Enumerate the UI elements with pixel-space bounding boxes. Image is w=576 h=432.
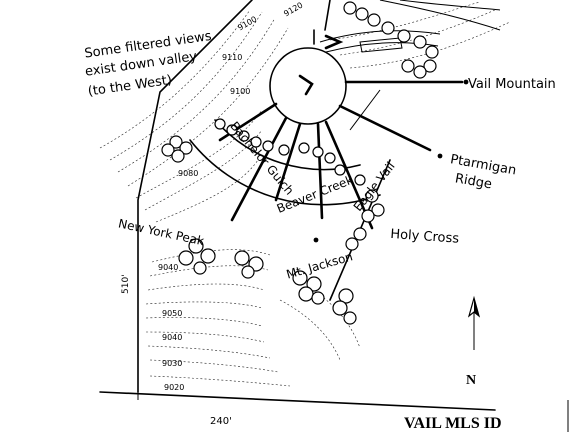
elev-9020: 9020: [164, 383, 184, 392]
label-ridge: Ridge: [454, 171, 493, 192]
dim-side: 510': [121, 274, 131, 294]
elev-9120: 9120: [282, 0, 304, 18]
dim-frontage: 240': [210, 416, 232, 427]
north-label: N: [466, 373, 476, 388]
property-boundary: [99, 0, 496, 411]
filtered-views-note: Some filtered views exist down valley (t…: [84, 29, 213, 100]
north-arrow: N: [466, 295, 481, 388]
label-new-york-peak: New York Peak: [117, 216, 205, 248]
label-mt-jackson: Mt. Jackson: [285, 249, 355, 281]
elev-9080: 9080: [178, 169, 198, 178]
elev-9050: 9050: [162, 309, 182, 318]
elev-9030: 9030: [162, 359, 182, 368]
trees: [161, 1, 439, 325]
sight-lines: [218, 79, 469, 243]
label-holy-cross: Holy Cross: [390, 227, 460, 247]
elev-9100-top: 9100: [236, 14, 258, 32]
elev-9040-lower: 9040: [162, 333, 182, 342]
elev-9100: 9100: [230, 87, 250, 96]
mls-id-label: VAIL MLS ID: [404, 415, 502, 432]
label-bachelor-gulch: Bachelor Gulch: [227, 119, 296, 198]
label-vail-mountain: Vail Mountain: [468, 77, 556, 92]
driveway: [319, 0, 501, 53]
viewpoint-circle: [269, 29, 347, 125]
elev-9040: 9040: [158, 263, 178, 272]
contour-lines: [99, 1, 511, 387]
elev-9110: 9110: [222, 53, 242, 62]
